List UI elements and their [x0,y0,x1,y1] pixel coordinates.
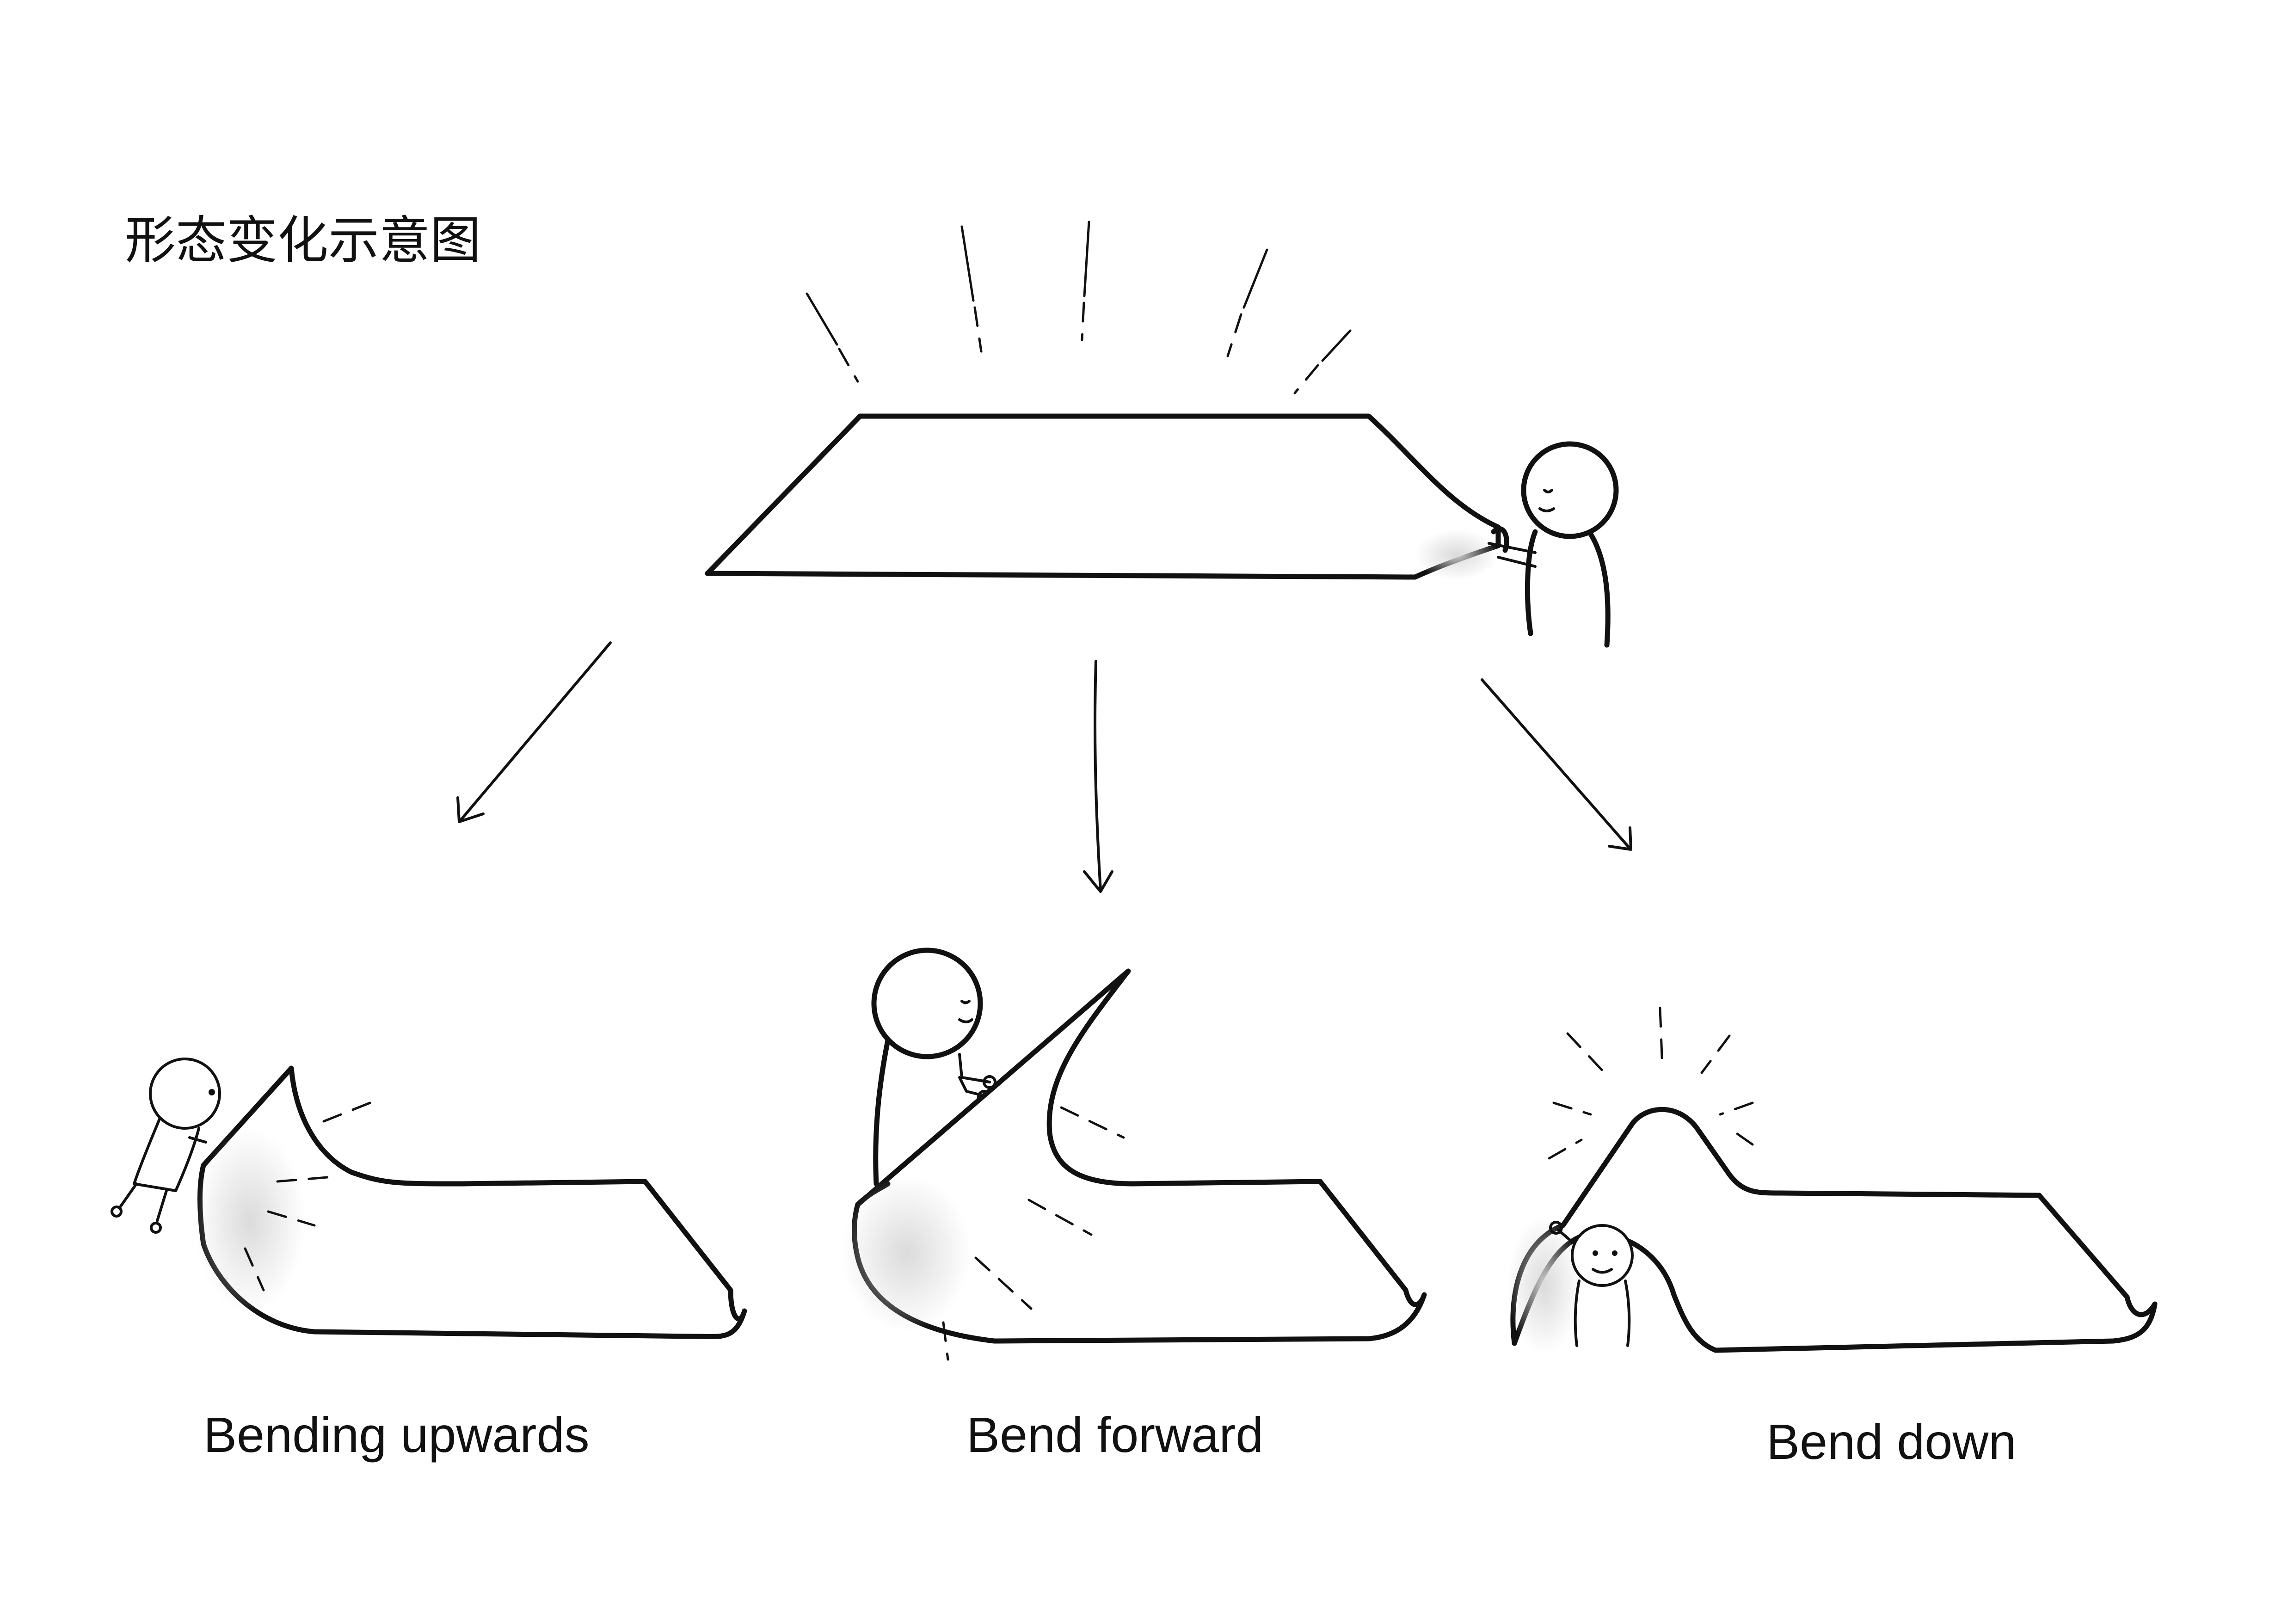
stick-figure-right [1488,441,1619,648]
forward-rays [942,1106,1125,1361]
bend-upwards-group [111,1058,747,1340]
bend-down-group [1507,1007,2158,1355]
diagram-title: 形态变化示意图 [125,211,481,270]
upward-rays [244,1101,371,1292]
stick-figure-small-left [111,1058,221,1234]
flat-sheet-group [705,221,1619,648]
arrows [456,641,1632,893]
down-shade [1507,1216,1581,1355]
caption-bend-down: Bend down [1766,1414,2017,1470]
caption-bending-upwards: Bending upwards [203,1407,590,1463]
arrow-right [1481,678,1632,851]
caption-bend-forward: Bend forward [966,1407,1264,1463]
stick-figure-center [871,947,996,1187]
arrow-left [456,641,612,823]
bend-forward-group [842,947,1427,1361]
upward-shade [194,1128,305,1313]
arrow-center [1083,660,1113,893]
sheet-shade [1415,529,1498,580]
stick-figure-under-arch [1549,1221,1634,1347]
down-rays [1548,1007,1754,1160]
shine-rays-top [806,221,1352,394]
flat-sheet [705,413,1501,580]
forward-shade [842,1175,971,1332]
